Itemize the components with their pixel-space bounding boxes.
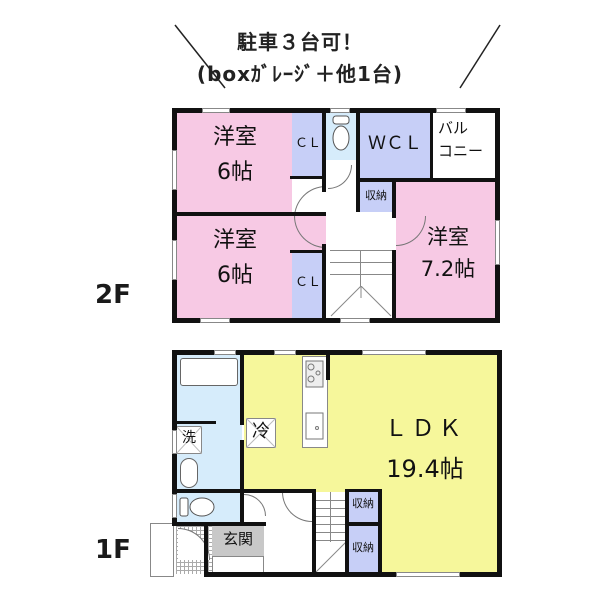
washing-machine-label: 洗: [182, 430, 196, 446]
window: [340, 318, 370, 323]
window: [274, 350, 296, 355]
bathtub: [180, 358, 238, 386]
balcony-label: バル コニー: [438, 119, 484, 161]
window: [200, 318, 230, 323]
western-room-1: [176, 112, 292, 212]
closet-1: [292, 112, 324, 178]
window: [214, 350, 236, 355]
porch: [150, 523, 174, 577]
toilet-icon: [332, 115, 350, 151]
window: [362, 350, 426, 355]
western-room-3: [396, 182, 496, 318]
closet-2-label: ＣＬ: [294, 275, 321, 290]
window: [172, 494, 177, 518]
window: [172, 430, 177, 454]
storage-2f-label: 収納: [365, 189, 387, 202]
walk-in-closet: [360, 112, 430, 178]
window: [172, 240, 177, 280]
washing-machine-icon: [176, 426, 202, 454]
balcony: [432, 112, 496, 178]
floor-label-1f: 1F: [95, 535, 131, 565]
storage-1f-b: [348, 526, 378, 572]
closet-2: [292, 252, 324, 318]
storage-2f: [360, 182, 392, 212]
window: [436, 108, 466, 113]
western-room-1-label: 洋室 6帖: [212, 125, 257, 186]
storage-1f-b-label: 収納: [352, 541, 374, 554]
fridge-icon: [246, 418, 276, 448]
kitchen-counter: [302, 356, 328, 448]
ldk-label: ＬＤＫ 19.4帖: [384, 416, 466, 484]
parking-headline: 駐車３台可！: [237, 30, 363, 54]
window: [172, 150, 177, 190]
storage-1f-a: [348, 492, 378, 522]
parking-subheadline: (boxｶﾞﾚｰｼﾞ＋他1台): [196, 62, 404, 86]
wash-basin: [180, 458, 198, 488]
western-room-2-label: 洋室 6帖: [212, 228, 257, 289]
western-room-3-label: 洋室 7.2帖: [420, 225, 476, 282]
window: [330, 108, 350, 113]
toilet-icon: [179, 497, 215, 517]
storage-1f-a-label: 収納: [352, 497, 374, 510]
entrance: [212, 526, 264, 556]
fridge-label: 冷: [252, 421, 270, 442]
window: [396, 572, 460, 577]
window: [495, 220, 500, 265]
window: [202, 108, 230, 113]
headline-decoration: [174, 24, 501, 89]
walk-in-closet-label: ＷＣＬ: [368, 133, 422, 154]
closet-1-label: ＣＬ: [294, 136, 321, 151]
floor-label-2f: 2F: [95, 280, 131, 310]
entrance-label: 玄関: [222, 530, 253, 548]
